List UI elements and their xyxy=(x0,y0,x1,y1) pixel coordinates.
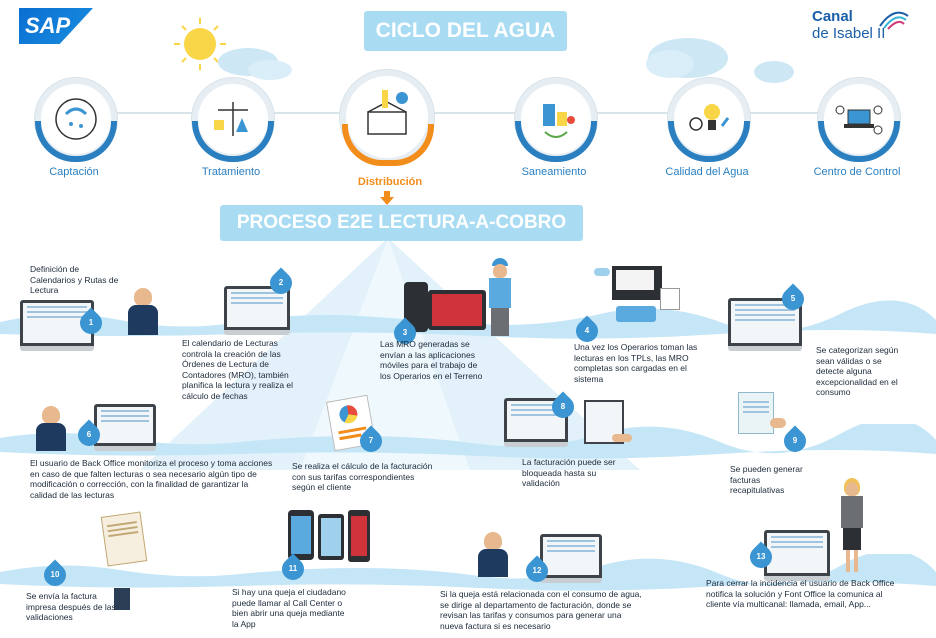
office-worker-illustration xyxy=(32,406,72,452)
step-13-badge: 13 xyxy=(745,541,777,573)
cloud-decoration xyxy=(646,38,794,83)
step-11-badge: 11 xyxy=(277,553,309,585)
tablet-hands-illustration xyxy=(584,400,632,456)
step-11-text: Si hay una queja el ciudadano puede llam… xyxy=(232,587,346,629)
stage-label: Captación xyxy=(49,166,99,178)
stage-label: Tratamiento xyxy=(201,166,261,178)
step-1-badge: 1 xyxy=(75,307,107,339)
wave-row-3 xyxy=(0,554,936,591)
step-7-badge: 7 xyxy=(355,425,387,457)
step-12-badge: 12 xyxy=(521,555,553,587)
wave-row-2 xyxy=(0,424,936,459)
step-2-text: El calendario de Lecturas controla la cr… xyxy=(182,338,294,401)
sun-cloud-decoration xyxy=(174,18,292,80)
step-9-text: Se pueden generar facturas recapitulativ… xyxy=(730,464,803,495)
laptop-illustration xyxy=(94,404,156,451)
canal-swirl-icon xyxy=(879,11,909,30)
hand-illustration xyxy=(770,418,786,428)
step-6-text: El usuario de Back Office monitoriza el … xyxy=(30,458,273,500)
invoices-illustration xyxy=(738,392,774,434)
step-10-text: Se envía la factura impresa después de l… xyxy=(26,591,116,622)
step-12-text: Si la queja está relacionada con el cons… xyxy=(440,589,642,631)
step-5-badge: 5 xyxy=(777,283,809,315)
step-4-text: Una vez los Operarios toman las lecturas… xyxy=(574,342,698,384)
field-operator-illustration xyxy=(486,258,516,338)
step-1-text: Definición de Calendarios y Rutas de Lec… xyxy=(30,264,119,295)
step-10-badge: 10 xyxy=(39,559,71,591)
step-13-text: Para cerrar la incidencia el usuario de … xyxy=(706,578,895,609)
sanitation-icon xyxy=(515,78,597,160)
laptop-illustration xyxy=(764,530,830,581)
laptop-illustration xyxy=(540,534,602,583)
step-8-badge: 8 xyxy=(547,391,579,423)
step-3-text: Las MRO generadas se envían a las aplica… xyxy=(380,339,483,381)
step-2-badge: 2 xyxy=(265,267,297,299)
canal-logo: Canal de Isabel II xyxy=(812,8,918,48)
stage-label-highlight: Distribución xyxy=(357,176,423,188)
step-8-text: La facturación puede ser bloqueada hasta… xyxy=(522,457,616,488)
step-6-badge: 6 xyxy=(73,419,105,451)
stage-timeline xyxy=(70,112,870,114)
printed-invoice-illustration xyxy=(100,511,148,567)
cycle-title: CICLO DEL AGUA xyxy=(364,11,567,51)
stage-label: Saneamiento xyxy=(521,166,587,178)
front-office-agent-illustration xyxy=(836,478,868,576)
mobile-devices-illustration xyxy=(404,282,486,336)
canal-logo-line1: Canal xyxy=(812,8,853,25)
process-title: PROCESO E2E LECTURA-A-COBRO xyxy=(220,205,583,241)
cloud-upload-illustration xyxy=(594,262,690,332)
mobile-app-illustration xyxy=(288,510,382,564)
hand-illustration xyxy=(114,588,130,610)
stage-label: Calidad del Agua xyxy=(665,166,749,178)
laptop-illustration xyxy=(504,398,568,447)
office-worker-illustration xyxy=(474,532,514,578)
canal-logo-line2: de Isabel II xyxy=(812,25,886,42)
stage-label: Centro de Control xyxy=(813,166,901,178)
step-9-badge: 9 xyxy=(779,425,811,457)
office-worker-illustration xyxy=(124,288,164,338)
arrow-down-icon xyxy=(380,191,394,205)
step-7-text: Se realiza el cálculo de la facturación … xyxy=(292,461,433,492)
laptop-illustration xyxy=(728,298,802,351)
step-5-text: Se categorizan según sean válidas o se d… xyxy=(816,345,899,397)
